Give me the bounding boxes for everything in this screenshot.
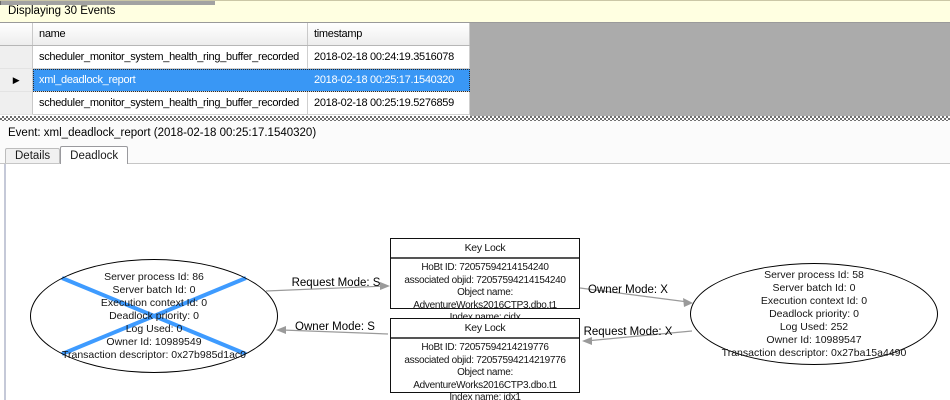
event-timestamp-cell[interactable]: 2018-02-18 00:25:17.1540320	[308, 69, 470, 92]
resource-line: associated objid: 72057594214154240	[404, 274, 566, 286]
column-header-timestamp[interactable]: timestamp	[308, 23, 470, 45]
process-line: Execution context Id: 0	[100, 296, 208, 309]
process-line: Transaction descriptor: 0x27ba15a4490	[721, 346, 907, 359]
deadlock-graph-panel: Server process Id: 86 Server batch Id: 0…	[0, 164, 950, 400]
grid-header-row: name timestamp	[0, 23, 470, 46]
event-name-cell[interactable]: scheduler_monitor_system_health_ring_buf…	[33, 92, 308, 115]
process-line: Log Used: 0	[125, 322, 183, 335]
process-line: Deadlock priority: 0	[769, 307, 859, 320]
tab-strip: Details Deadlock	[0, 146, 950, 164]
grid-splitter[interactable]	[0, 116, 950, 121]
event-row-selected[interactable]: ▶ xml_deadlock_report 2018-02-18 00:25:1…	[0, 69, 470, 92]
event-row[interactable]: scheduler_monitor_system_health_ring_buf…	[0, 46, 470, 69]
tab-deadlock[interactable]: Deadlock	[60, 146, 129, 164]
resource-title: Key Lock	[391, 319, 579, 339]
process-node[interactable]: Server process Id: 58 Server batch Id: 0…	[690, 263, 938, 365]
edge-label-request-s: Request Mode: S	[291, 277, 381, 289]
resource-line: associated objid: 72057594214219776	[404, 354, 566, 366]
row-selector-header[interactable]	[0, 23, 33, 45]
row-selector-cell[interactable]	[0, 92, 33, 115]
event-summary: Event: xml_deadlock_report (2018-02-18 0…	[0, 121, 950, 146]
row-selector-cell[interactable]	[0, 46, 33, 69]
column-header-name[interactable]: name	[33, 23, 308, 45]
edge-label-owner-x: Owner Mode: X	[588, 284, 668, 296]
resource-line: Index name: cidx	[391, 312, 579, 325]
event-timestamp-cell[interactable]: 2018-02-18 00:25:19.5276859	[308, 92, 470, 115]
event-timestamp-cell[interactable]: 2018-02-18 00:24:19.3516078	[308, 46, 470, 69]
process-line: Server process Id: 58	[764, 268, 864, 281]
resource-line: Object name: AdventureWorks2016CTP3.dbo.…	[413, 287, 557, 311]
info-bar: Displaying 30 Events	[0, 0, 950, 23]
edge-label-request-x: Request Mode: X	[583, 326, 673, 338]
process-line: Log Used: 252	[779, 320, 849, 333]
event-name-cell[interactable]: xml_deadlock_report	[33, 69, 308, 92]
resource-line: Object name: AdventureWorks2016CTP3.dbo.…	[413, 367, 557, 391]
events-grid: name timestamp scheduler_monitor_system_…	[0, 23, 950, 116]
process-line: Transaction descriptor: 0x27b985d1ac0	[61, 348, 247, 361]
event-row[interactable]: scheduler_monitor_system_health_ring_buf…	[0, 92, 470, 115]
process-line: Deadlock priority: 0	[109, 309, 199, 322]
process-line: Execution context Id: 0	[760, 294, 868, 307]
resource-line: HoBt ID: 72057594214219776	[421, 342, 549, 353]
tab-details[interactable]: Details	[5, 148, 61, 163]
resource-line: HoBt ID: 72057594214154240	[421, 262, 549, 273]
process-node-victim[interactable]: Server process Id: 86 Server batch Id: 0…	[30, 259, 278, 373]
resource-node-keylock-bottom[interactable]: Key Lock HoBt ID: 72057594214219776 asso…	[390, 318, 580, 400]
process-line: Server batch Id: 0	[772, 281, 856, 294]
resource-node-keylock-top[interactable]: Key Lock HoBt ID: 72057594214154240 asso…	[390, 238, 580, 323]
toolbar-remnant	[0, 1, 215, 5]
process-line: Server process Id: 86	[104, 270, 204, 283]
process-line: Server batch Id: 0	[112, 283, 196, 296]
event-name-cell[interactable]: scheduler_monitor_system_health_ring_buf…	[33, 46, 308, 69]
panel-left-border	[4, 164, 6, 400]
process-line: Owner Id: 10989547	[766, 333, 862, 346]
process-line: Owner Id: 10989549	[106, 335, 202, 348]
resource-line: Index name: idx1	[449, 392, 521, 400]
edge-label-owner-s: Owner Mode: S	[295, 321, 375, 333]
info-bar-text: Displaying 30 Events	[8, 5, 116, 17]
resource-title: Key Lock	[391, 239, 579, 259]
current-row-arrow-icon[interactable]: ▶	[0, 69, 33, 92]
events-grid-table: name timestamp scheduler_monitor_system_…	[0, 23, 470, 116]
